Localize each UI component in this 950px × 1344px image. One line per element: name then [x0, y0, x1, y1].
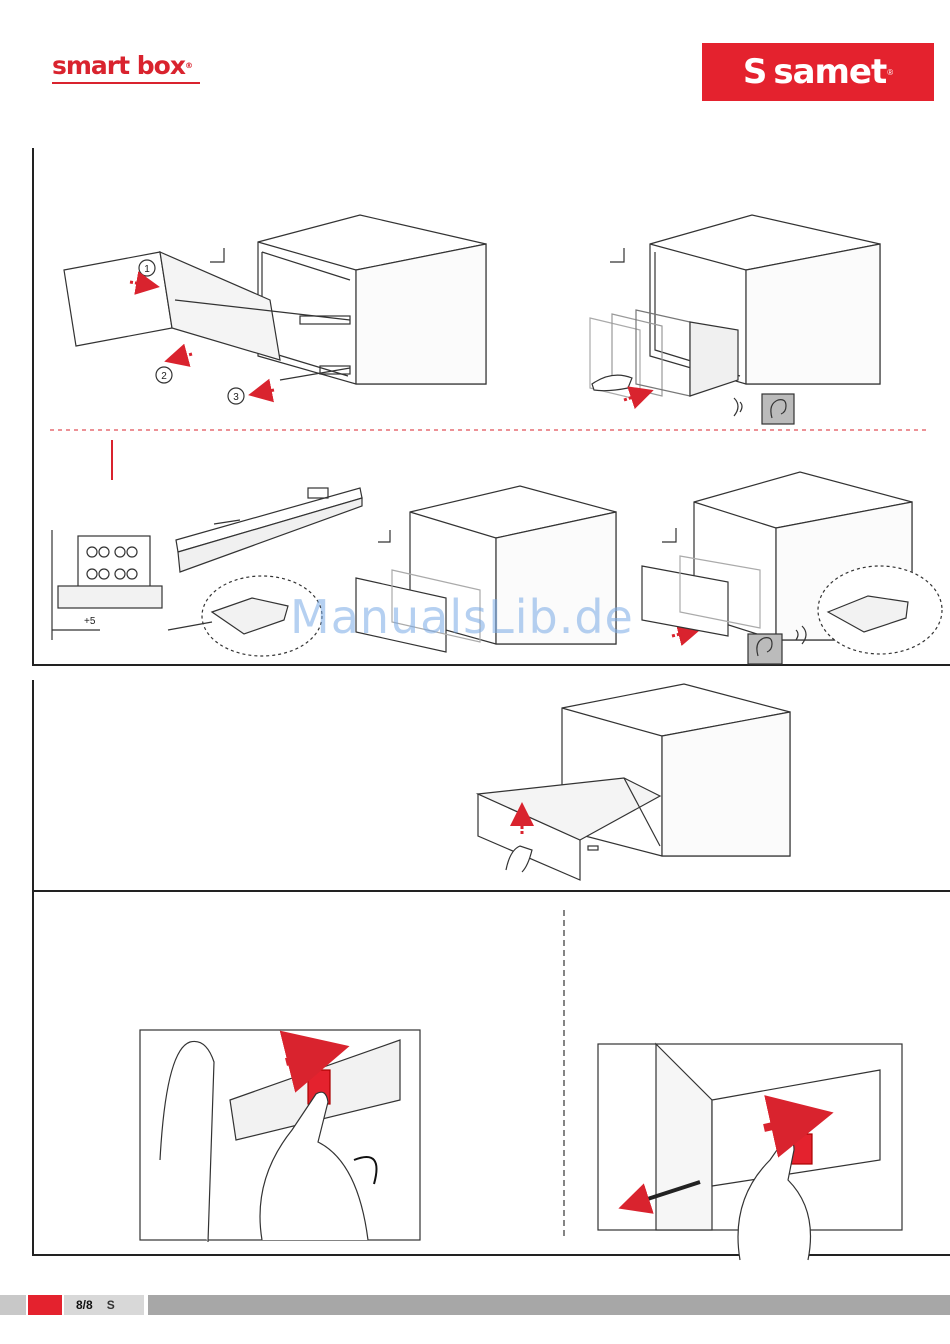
step-label-a: 1 [144, 264, 150, 275]
cabinet-a [258, 215, 486, 384]
dimension-label: +5 [84, 616, 96, 627]
ear-icon-2 [748, 634, 782, 664]
cabinet-b [650, 215, 880, 384]
cabinet-open-drawer [478, 684, 790, 880]
page-number: 8/8 S [64, 1295, 144, 1315]
ear-icon [762, 394, 794, 424]
template-drawing [52, 530, 162, 640]
footer-red-block [28, 1295, 62, 1315]
runner-rail [176, 488, 362, 572]
step-label-c: 3 [233, 392, 239, 403]
samet-mark-icon-footer: S [107, 1298, 115, 1312]
footer-grey-block [0, 1295, 26, 1315]
watermark: ManualsLib.de [290, 590, 634, 644]
step-label-b: 2 [161, 371, 167, 382]
footer-bar [148, 1295, 950, 1315]
